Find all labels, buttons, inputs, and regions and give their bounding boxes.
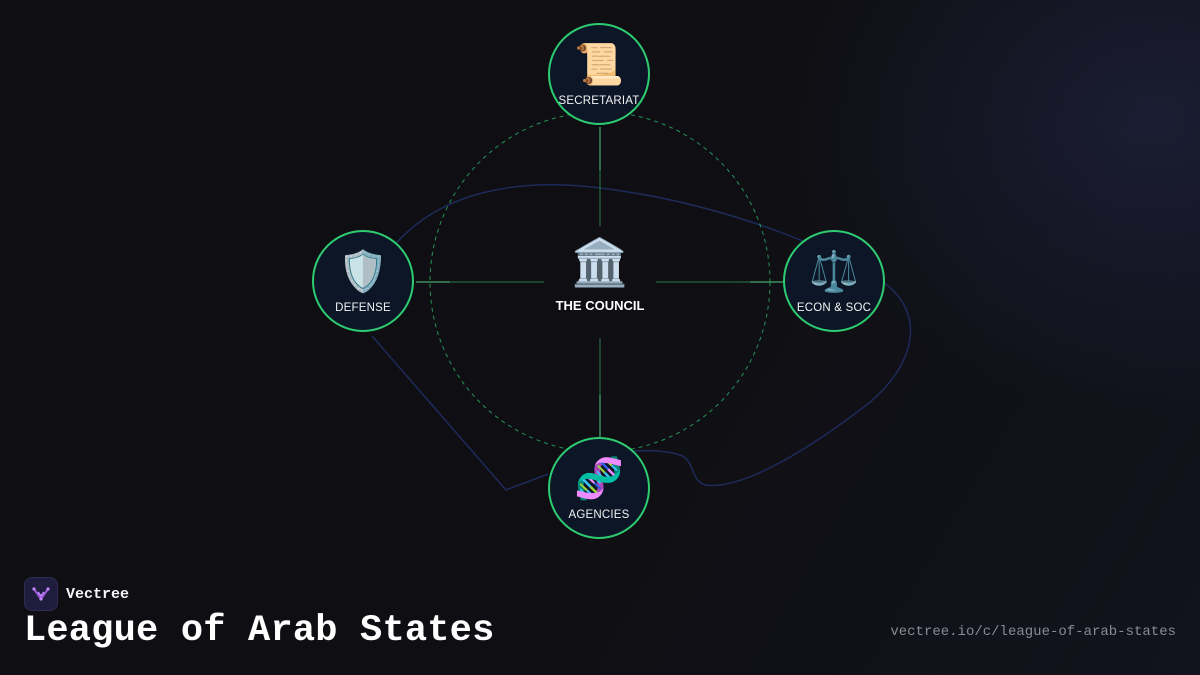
brand-name: Vectree	[66, 585, 130, 603]
center-label: THE COUNCIL	[555, 298, 645, 313]
vectree-logo-icon	[24, 577, 58, 611]
node-defense[interactable]: 🛡️ DEFENSE	[312, 230, 414, 332]
page-title: League of Arab States	[24, 610, 495, 652]
brand[interactable]: Vectree	[24, 577, 129, 611]
scroll-icon: 📜	[574, 42, 624, 88]
background-curve	[371, 335, 549, 491]
shield-icon: 🛡️	[338, 249, 388, 295]
source-url[interactable]: vectree.io/c/league-of-arab-states	[890, 624, 1176, 640]
node-econ-soc[interactable]: ⚖️ ECON & SOC	[783, 230, 885, 332]
node-agencies[interactable]: 🧬 AGENCIES	[548, 437, 650, 539]
node-secretariat[interactable]: 📜 SECRETARIAT	[548, 23, 650, 125]
classical-building-icon: 🏛️	[571, 235, 629, 289]
dna-icon: 🧬	[574, 456, 624, 502]
background-curve-loop	[391, 184, 912, 487]
node-label: DEFENSE	[335, 302, 391, 314]
balance-scale-icon: ⚖️	[809, 249, 859, 295]
node-label: ECON & SOC	[796, 302, 872, 314]
node-label: SECRETARIAT	[558, 95, 640, 107]
node-label: AGENCIES	[568, 509, 630, 521]
